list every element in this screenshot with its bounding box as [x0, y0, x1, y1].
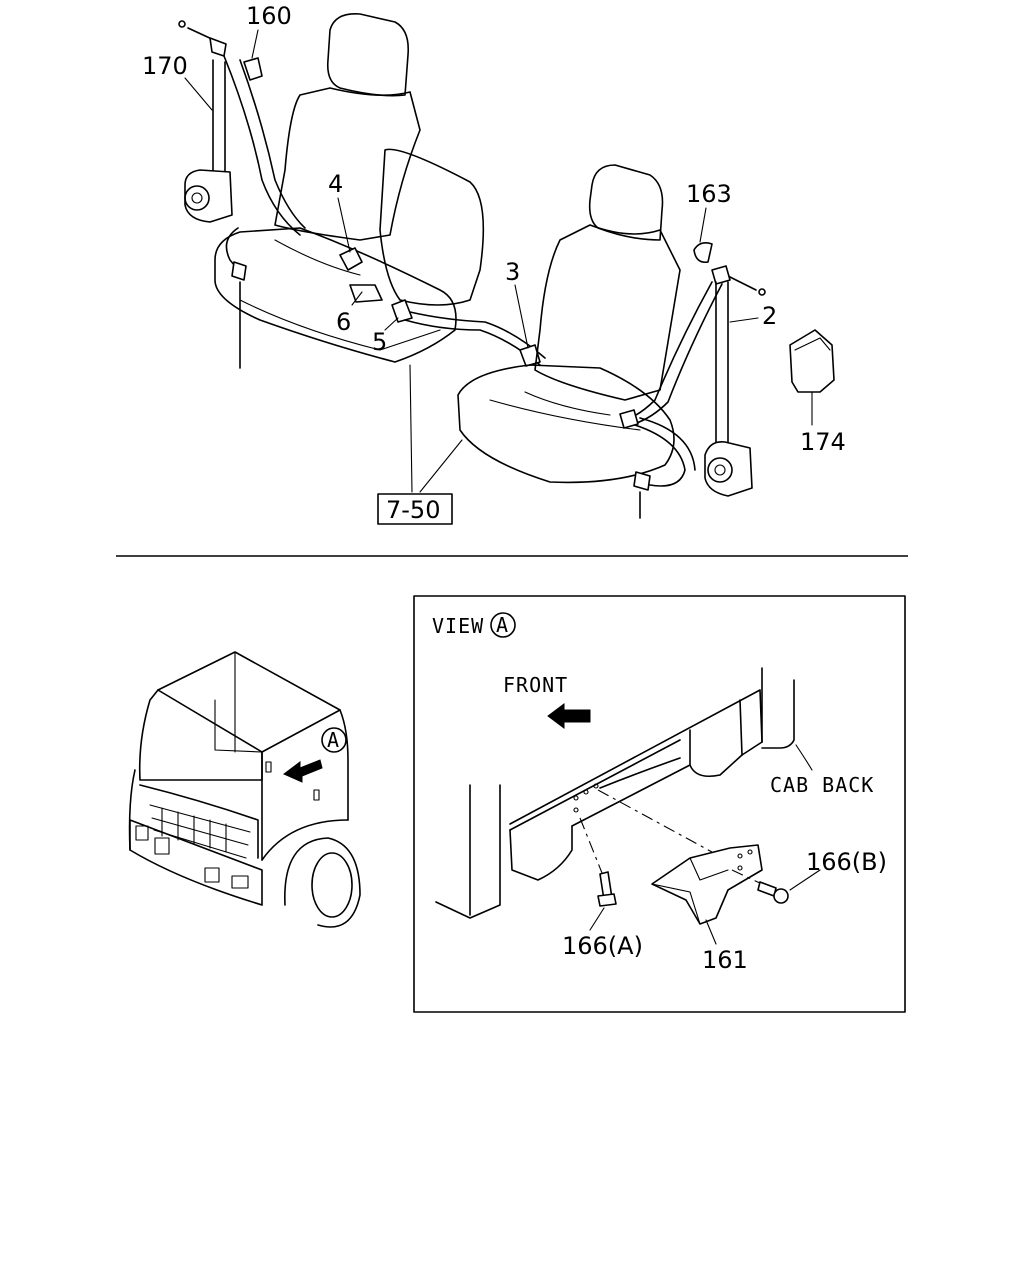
- reference-box: 7-50: [377, 493, 453, 525]
- ref-box-label: 7-50: [386, 496, 440, 524]
- view-arrow-icon: [283, 759, 323, 783]
- callout-3: 3: [505, 258, 520, 286]
- callout-170: 170: [142, 52, 188, 80]
- left-seat: [214, 13, 485, 363]
- top-callout-labels: 160 170 4 163 3 2 6 5 174: [142, 2, 846, 456]
- truck-cab-illustration: A: [128, 651, 361, 928]
- callout-160: 160: [246, 2, 292, 30]
- callout-161: 161: [702, 946, 748, 974]
- circled-letter-icon: [321, 727, 347, 753]
- view-marker-circle-icon: [490, 612, 516, 638]
- callout-166a: 166(A): [562, 932, 643, 960]
- view-title: VIEW: [432, 614, 484, 638]
- callout-166b: 166(B): [806, 848, 887, 876]
- view-marker: A: [496, 613, 509, 637]
- callout-leaders: [184, 29, 813, 493]
- callout-2: 2: [762, 302, 777, 330]
- cab-back-label: CAB BACK: [770, 773, 874, 797]
- front-arrow-icon: [547, 703, 591, 729]
- front-label: FRONT: [503, 673, 568, 697]
- left-belt-retractor: [178, 20, 306, 369]
- callout-5: 5: [372, 328, 387, 356]
- callout-6: 6: [336, 308, 351, 336]
- callout-174: 174: [800, 428, 846, 456]
- callout-163: 163: [686, 180, 732, 208]
- cab-view-marker: A: [327, 728, 340, 752]
- detail-view-panel: VIEW A FRONT: [413, 595, 906, 1013]
- callout-4: 4: [328, 170, 343, 198]
- right-belt-retractor: [619, 242, 835, 519]
